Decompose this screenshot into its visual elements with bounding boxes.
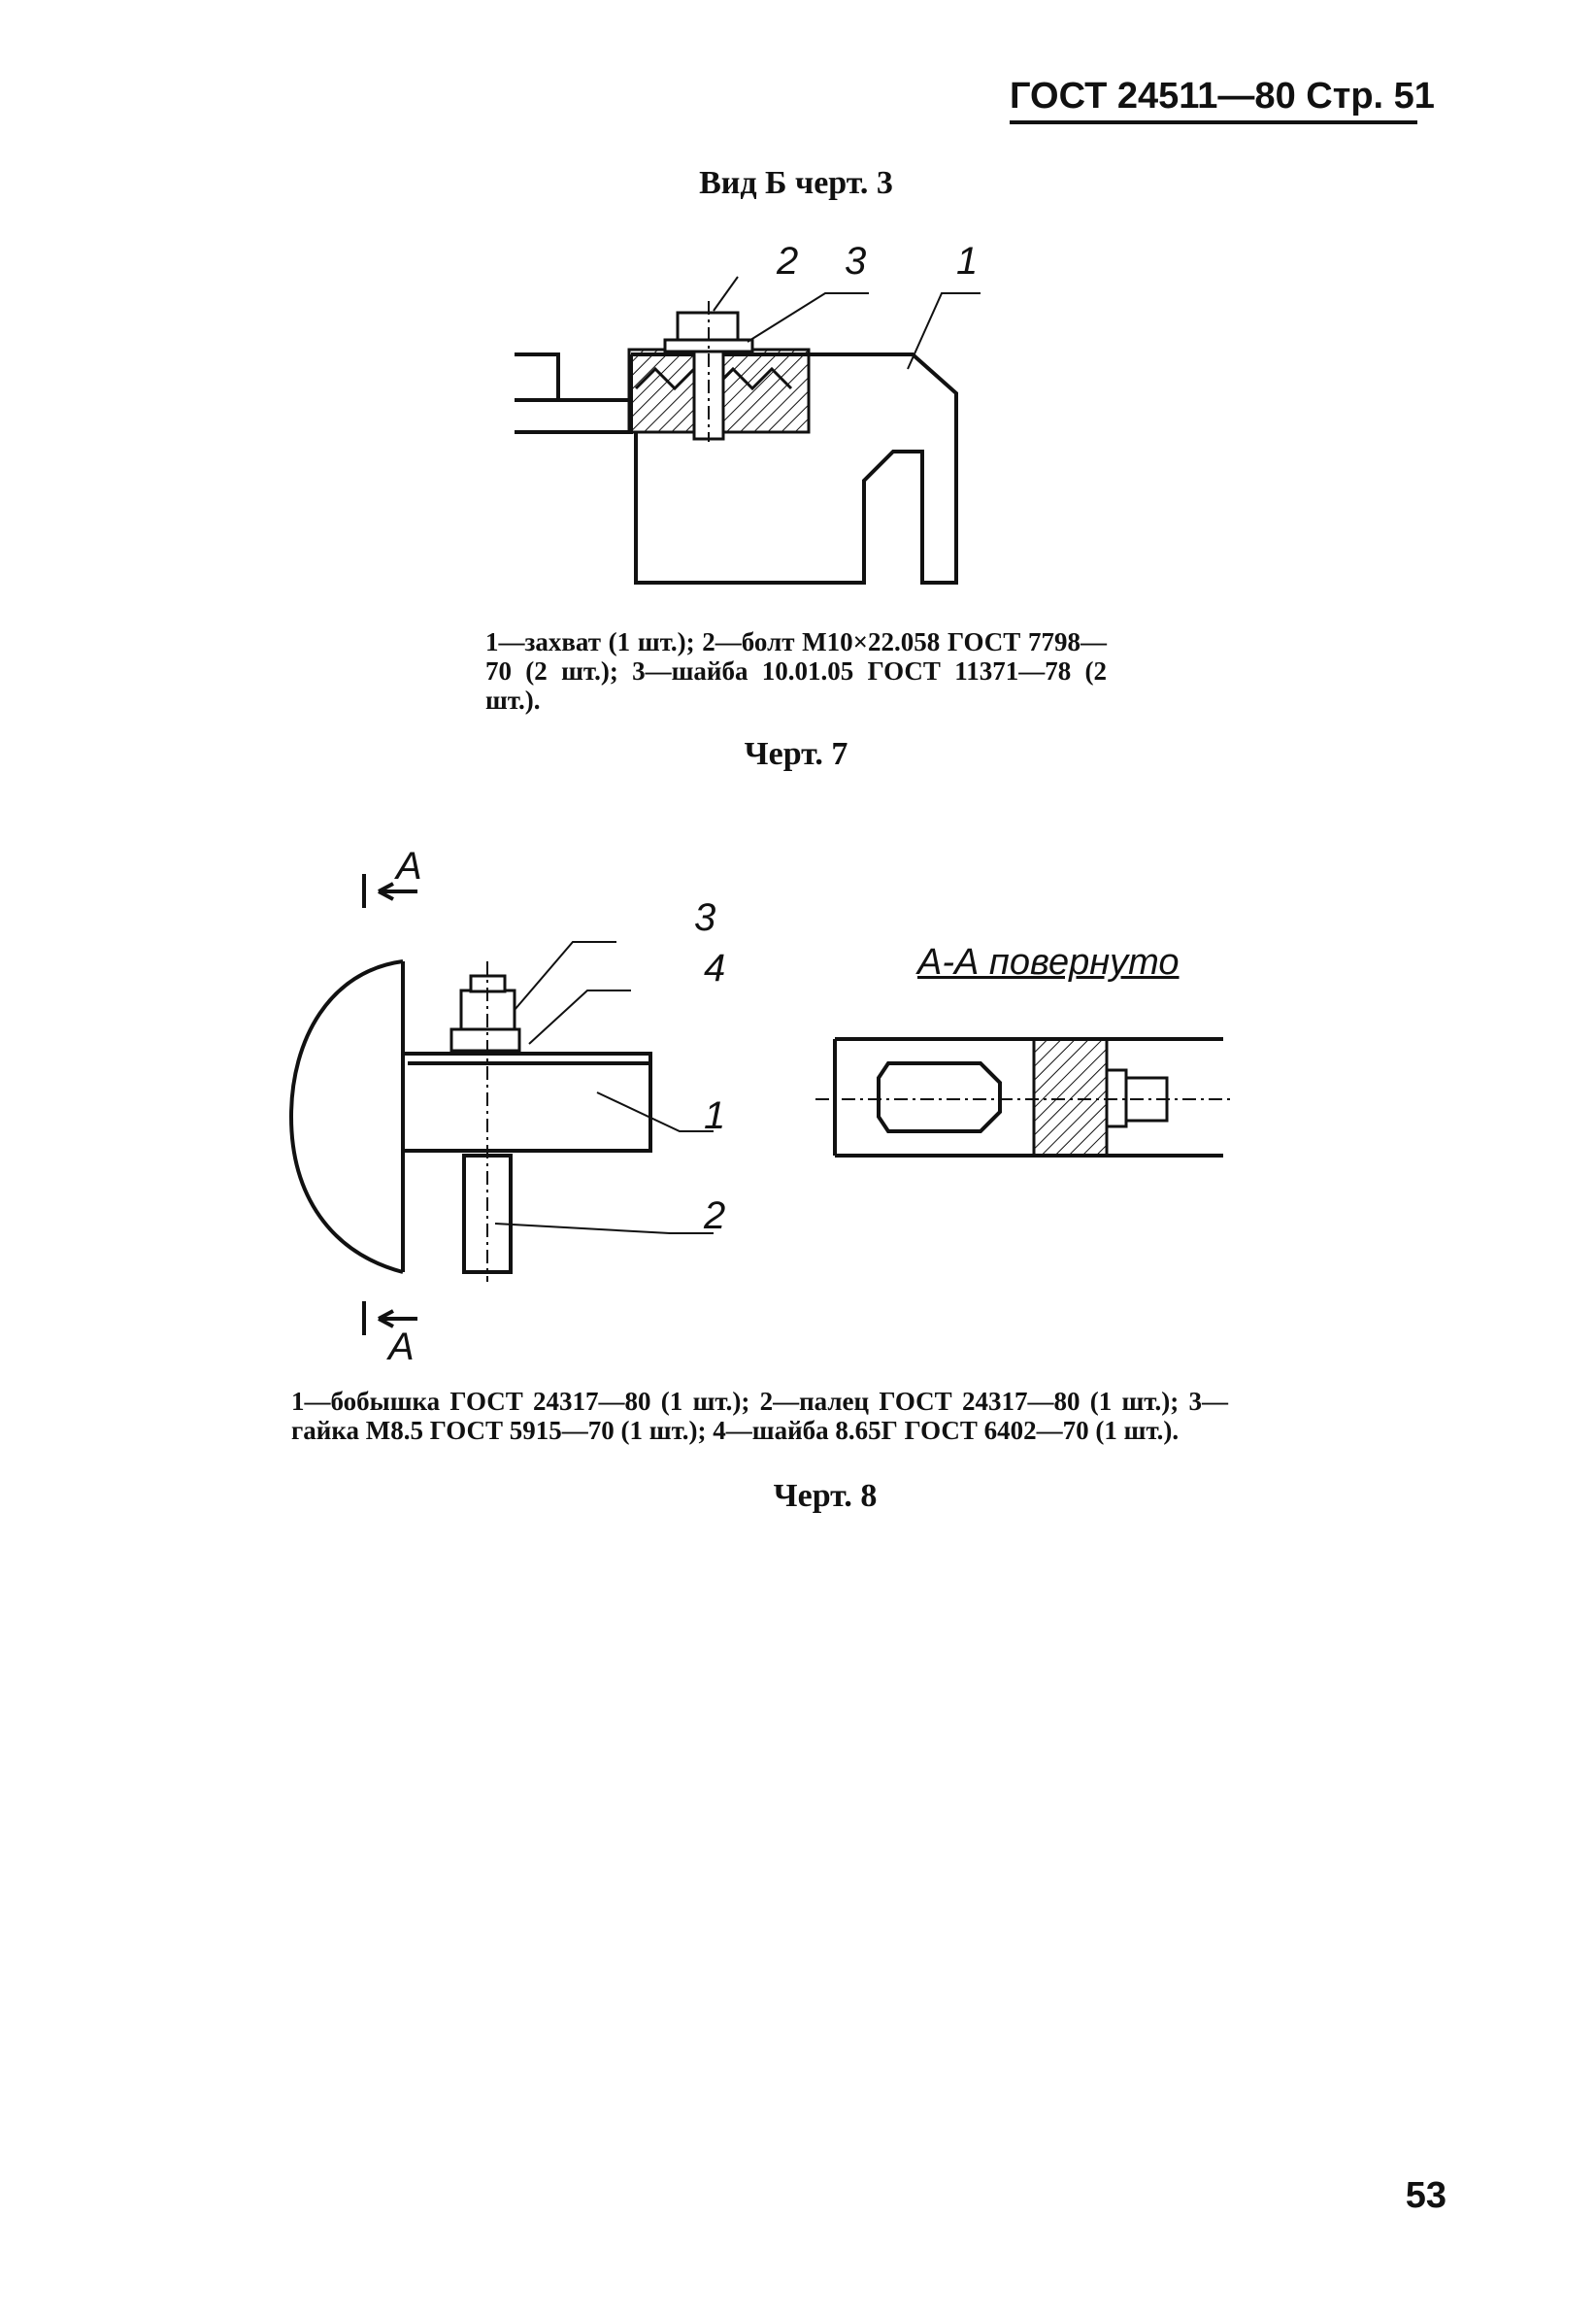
callout-2: 2 xyxy=(703,1194,725,1237)
hatched-boss xyxy=(1032,1037,1109,1158)
pin-section xyxy=(877,1061,1002,1133)
callout-2: 2 xyxy=(776,240,798,283)
section-mark-bottom: А xyxy=(386,1326,415,1368)
callout-3: 3 xyxy=(845,240,866,283)
figure7-drawing: 2 3 1 xyxy=(515,240,981,585)
leader-lines xyxy=(494,941,714,1234)
header-rule xyxy=(1010,120,1417,124)
callout-4: 4 xyxy=(704,947,725,990)
figure8-caption: 1—бобышка ГОСТ 24317—80 (1 шт.); 2—палец… xyxy=(291,1387,1228,1445)
figure7-caption: 1—захват (1 шт.); 2—болт М10×22.058 ГОСТ… xyxy=(485,627,1107,715)
section-mark-top: А xyxy=(394,845,422,888)
figure8-drawing: А А 3 4 1 2 xyxy=(288,845,725,1368)
figure8-label: Черт. 8 xyxy=(773,1478,878,1514)
section-marks xyxy=(362,874,417,1335)
callout-1: 1 xyxy=(956,240,978,283)
section-aa-drawing xyxy=(815,1037,1233,1158)
callout-1: 1 xyxy=(704,1094,725,1137)
figure7-title: Вид Б черт. 3 xyxy=(699,165,893,201)
section-aa-title: А-А повернуто xyxy=(917,942,1180,983)
figure7-label: Черт. 7 xyxy=(744,736,848,772)
page-number: 53 xyxy=(1405,2175,1446,2216)
page-header: ГОСТ 24511—80 Стр. 51 xyxy=(1010,76,1435,117)
leader-lines xyxy=(713,276,981,370)
section-body xyxy=(833,1037,1223,1158)
boss-body xyxy=(288,959,652,1274)
callout-3: 3 xyxy=(694,896,715,939)
washer xyxy=(449,1027,521,1053)
